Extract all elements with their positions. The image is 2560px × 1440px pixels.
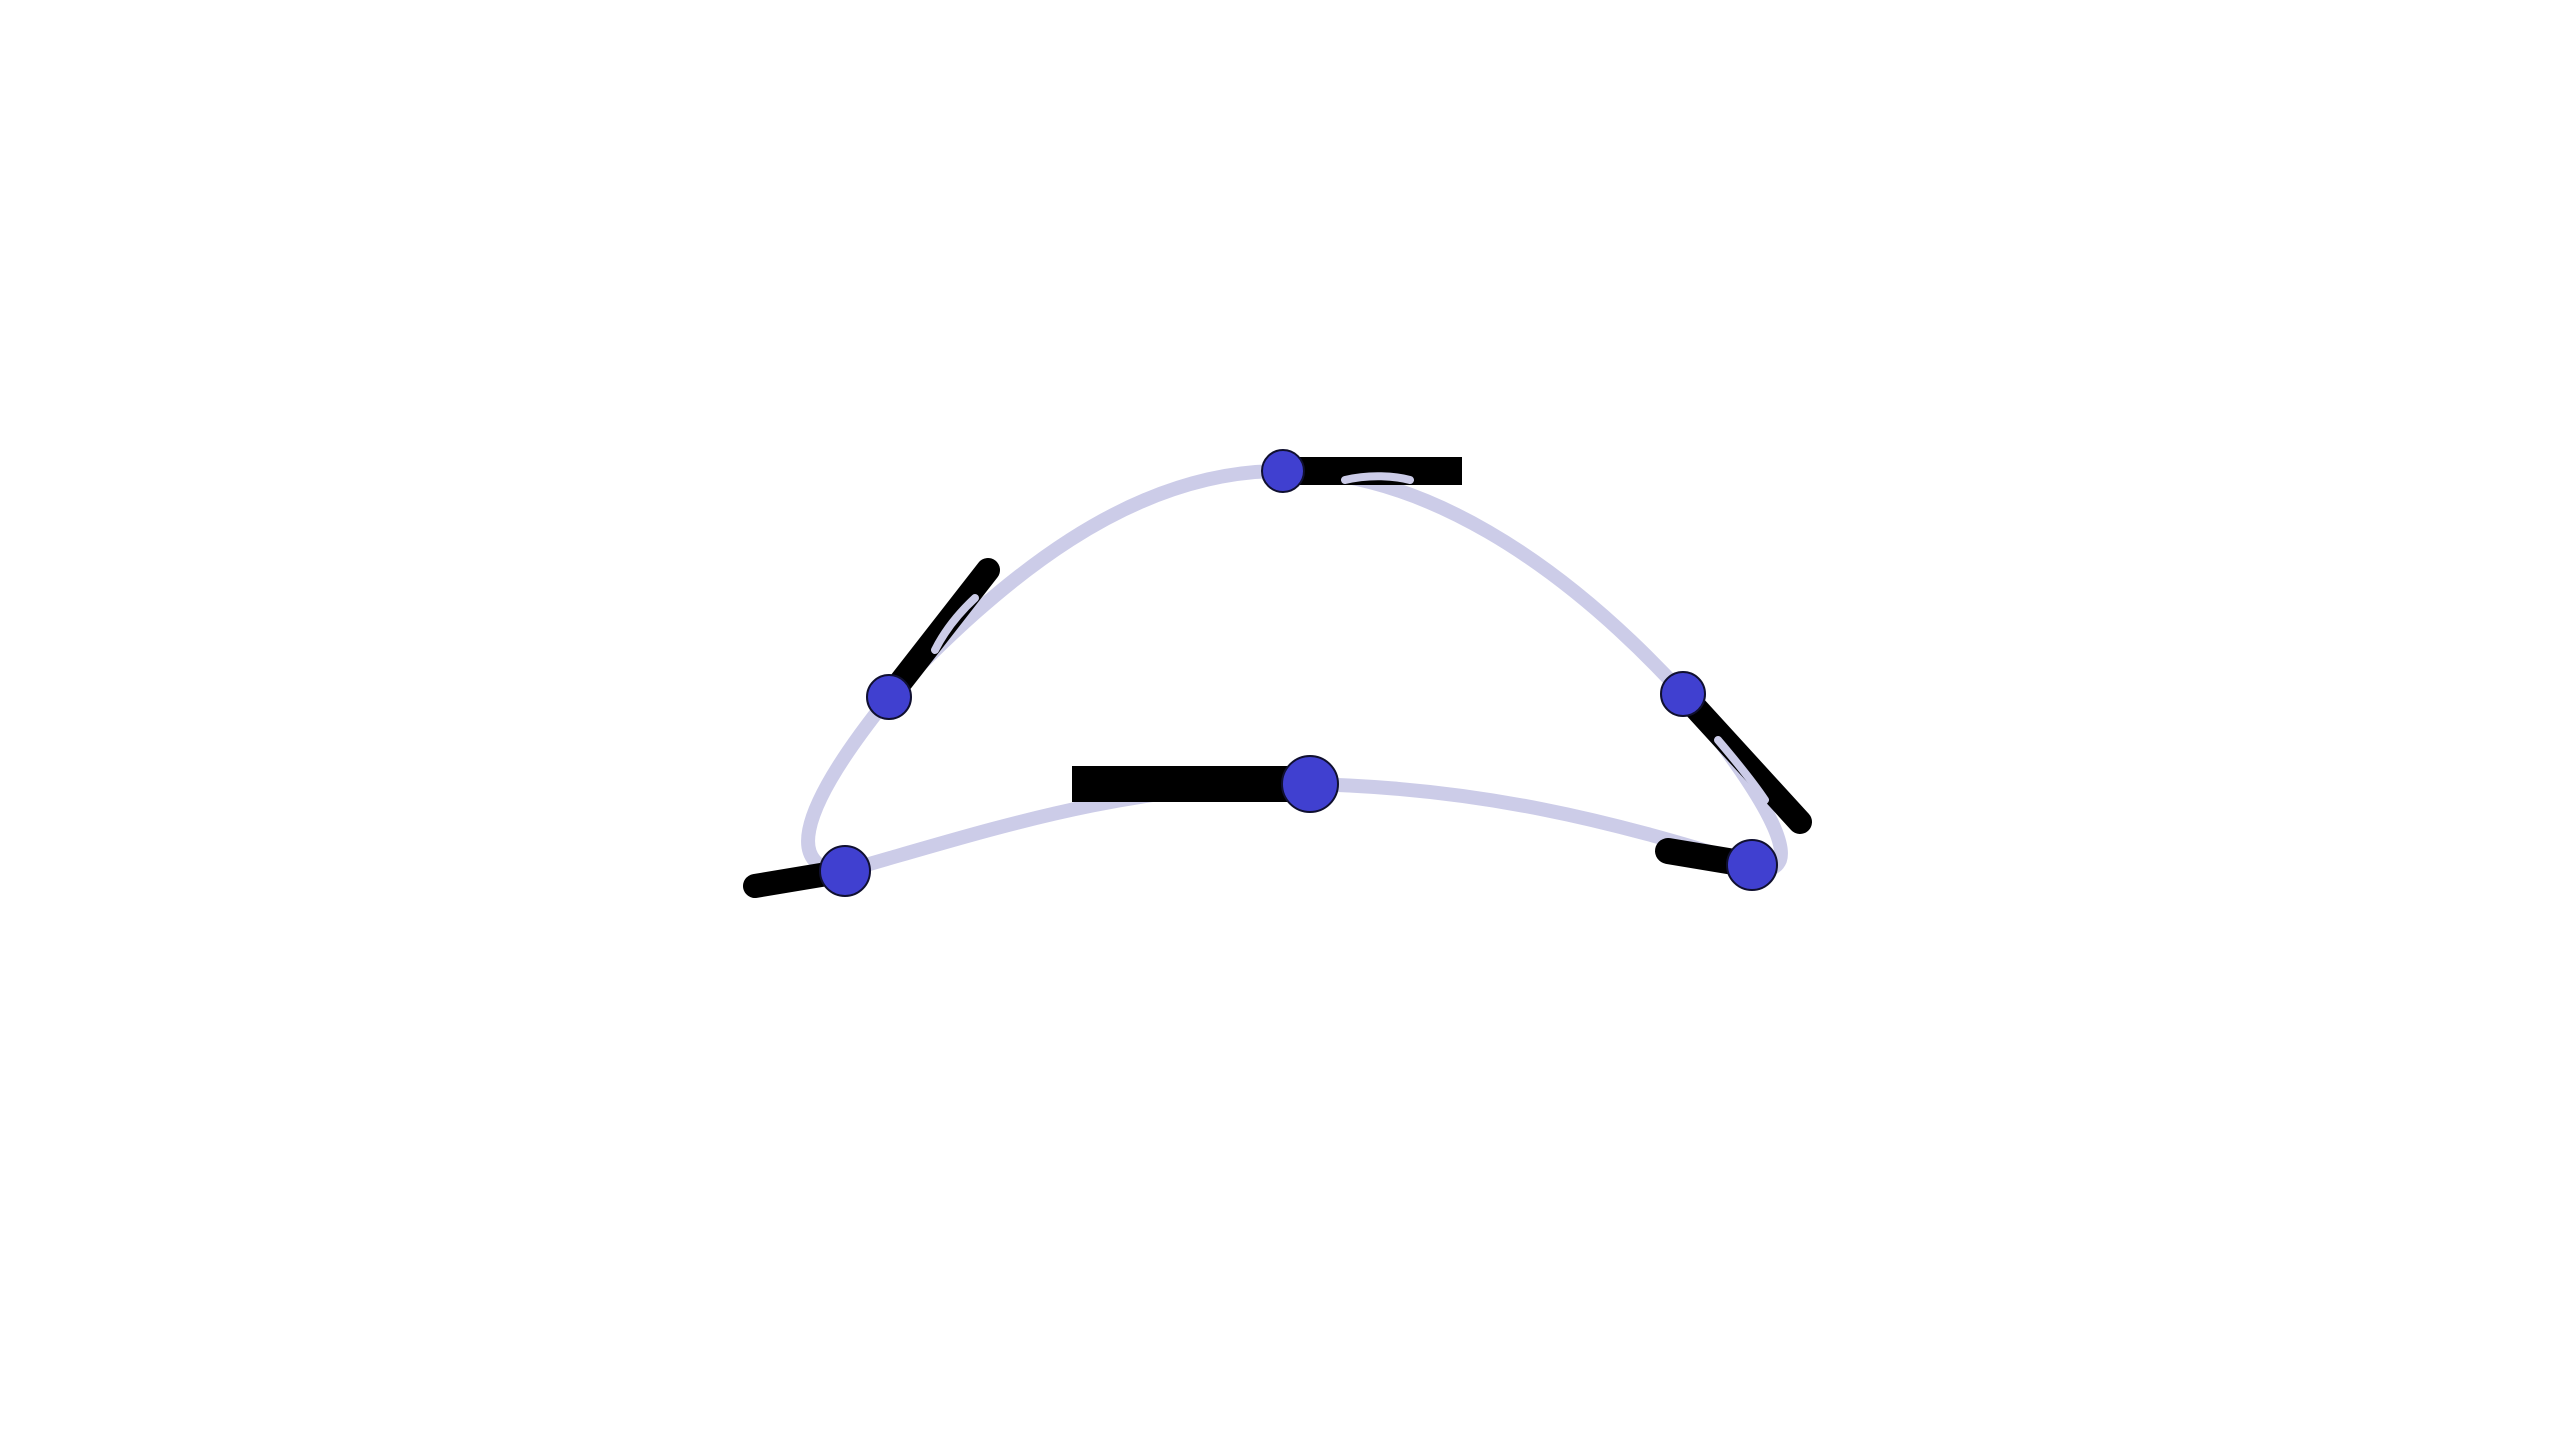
node-upper-right[interactable] bbox=[1660, 671, 1706, 717]
handle-upper-left[interactable] bbox=[877, 558, 1000, 709]
handle-upper-right[interactable] bbox=[1671, 682, 1812, 834]
node-layer bbox=[819, 449, 1778, 897]
node-upper-left[interactable] bbox=[866, 674, 912, 720]
curve-layer bbox=[801, 463, 1788, 878]
curve-overlap-upper-left bbox=[931, 594, 979, 654]
curve-overlap-upper-right bbox=[1714, 736, 1769, 804]
node-bottom-center[interactable] bbox=[1281, 755, 1339, 813]
node-bottom-right[interactable] bbox=[1726, 839, 1778, 891]
curve-overlap-top bbox=[1341, 472, 1414, 484]
curve-bottom-left-to-upper-left bbox=[801, 690, 896, 878]
curve-top-to-upper-right bbox=[1276, 463, 1690, 701]
curve-upper-left-to-top bbox=[882, 463, 1290, 704]
node-bottom-left[interactable] bbox=[819, 845, 871, 897]
node-top[interactable] bbox=[1261, 449, 1305, 493]
handle-layer bbox=[743, 457, 1812, 898]
